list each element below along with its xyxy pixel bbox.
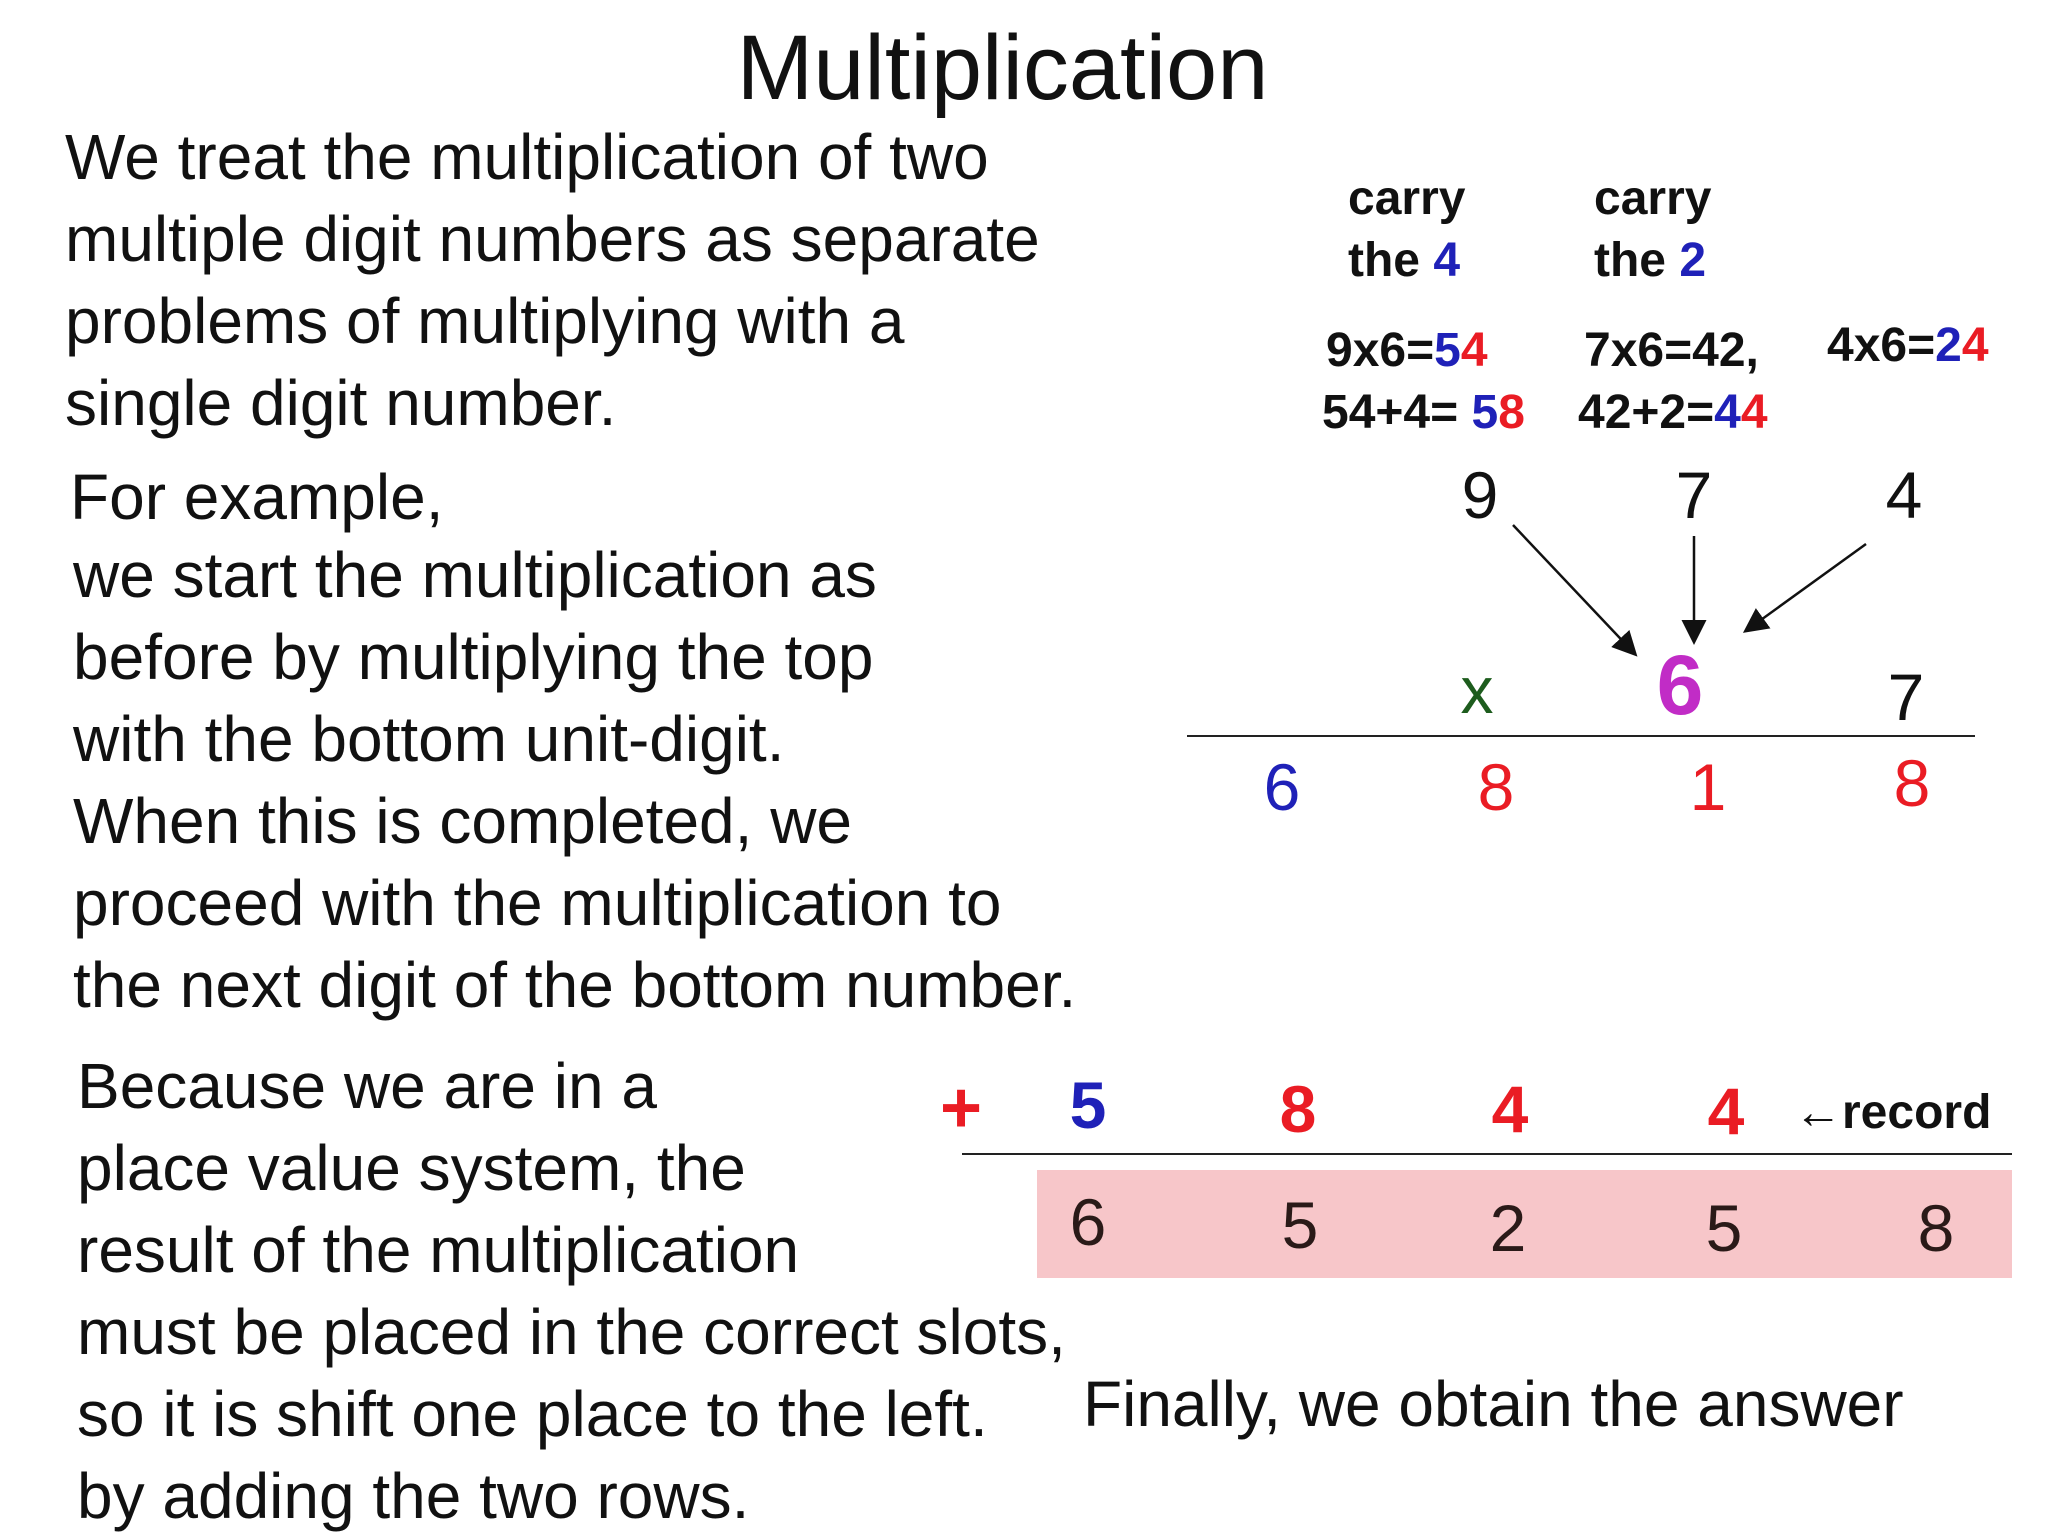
top-digit: 4 — [1885, 458, 1923, 532]
top-digit: 9 — [1461, 458, 1499, 532]
example-heading: For example, — [70, 461, 444, 533]
because-line: result of the multiplication — [77, 1214, 800, 1286]
example-paragraph: we start the multiplication as before by… — [73, 534, 1076, 1026]
bottom-digit-highlighted: 6 — [1656, 638, 1704, 732]
example-line: proceed with the multiplication to — [73, 867, 1002, 939]
because-line: Because we are in a — [77, 1050, 657, 1122]
step-note-third: 4x6=24 — [1827, 319, 1989, 372]
intro-line: problems of multiplying with a — [65, 285, 905, 357]
result-highlight — [1037, 1170, 2012, 1278]
intro-line: single digit number. — [65, 367, 617, 439]
partial-digit: 5 — [1069, 1068, 1107, 1142]
example-line: When this is completed, we — [73, 785, 852, 857]
because-line: must be placed in the correct slots, — [77, 1296, 1066, 1368]
example-line: before by multiplying the top — [73, 621, 874, 693]
divider-line — [1187, 735, 1975, 737]
plus-sign: + — [940, 1068, 983, 1148]
divider-line — [962, 1153, 2012, 1155]
multiply-sign: x — [1460, 653, 1494, 727]
because-paragraph: Because we are in a place value system, … — [77, 1045, 1066, 1537]
step-note-second: 7x6=42, 42+2=44 — [1578, 324, 1768, 439]
because-line: so it is shift one place to the left. — [77, 1378, 988, 1450]
arrow-from-9 — [1512, 524, 1638, 657]
page-title: Multiplication — [736, 17, 1269, 119]
result-digit: 8 — [1917, 1191, 1955, 1265]
result-digit: 5 — [1281, 1188, 1319, 1262]
record-label: ←record — [1794, 1086, 1992, 1139]
partial-digit: 8 — [1893, 746, 1931, 820]
carry-note: carry the 4 — [1348, 172, 1466, 287]
partial-digit: 4 — [1491, 1072, 1529, 1146]
arrow-from-4 — [1742, 542, 1867, 633]
example-line: we start the multiplication as — [73, 539, 877, 611]
bottom-digit: 7 — [1887, 660, 1925, 734]
result-digit: 6 — [1069, 1185, 1107, 1259]
carry-note: carry the 2 — [1594, 172, 1712, 287]
intro-line: We treat the multiplication of two — [65, 121, 989, 193]
partial-digit: 4 — [1707, 1074, 1745, 1148]
final-text: Finally, we obtain the answer — [1083, 1368, 1904, 1440]
partial-digit: 8 — [1279, 1072, 1317, 1146]
because-line: place value system, the — [77, 1132, 746, 1204]
step-note-first: 9x6=54 54+4= 58 — [1322, 324, 1525, 439]
intro-paragraph: We treat the multiplication of two multi… — [65, 116, 1040, 444]
top-digit: 7 — [1675, 458, 1713, 532]
example-line: the next digit of the bottom number. — [73, 949, 1077, 1021]
partial-digit: 8 — [1477, 750, 1515, 824]
example-line: with the bottom unit-digit. — [73, 703, 785, 775]
partial-digit: 6 — [1263, 750, 1301, 824]
result-digit: 5 — [1705, 1191, 1743, 1265]
partial-digit: 1 — [1689, 750, 1727, 824]
result-digit: 2 — [1489, 1191, 1527, 1265]
intro-line: multiple digit numbers as separate — [65, 203, 1040, 275]
because-line: by adding the two rows. — [77, 1460, 750, 1532]
